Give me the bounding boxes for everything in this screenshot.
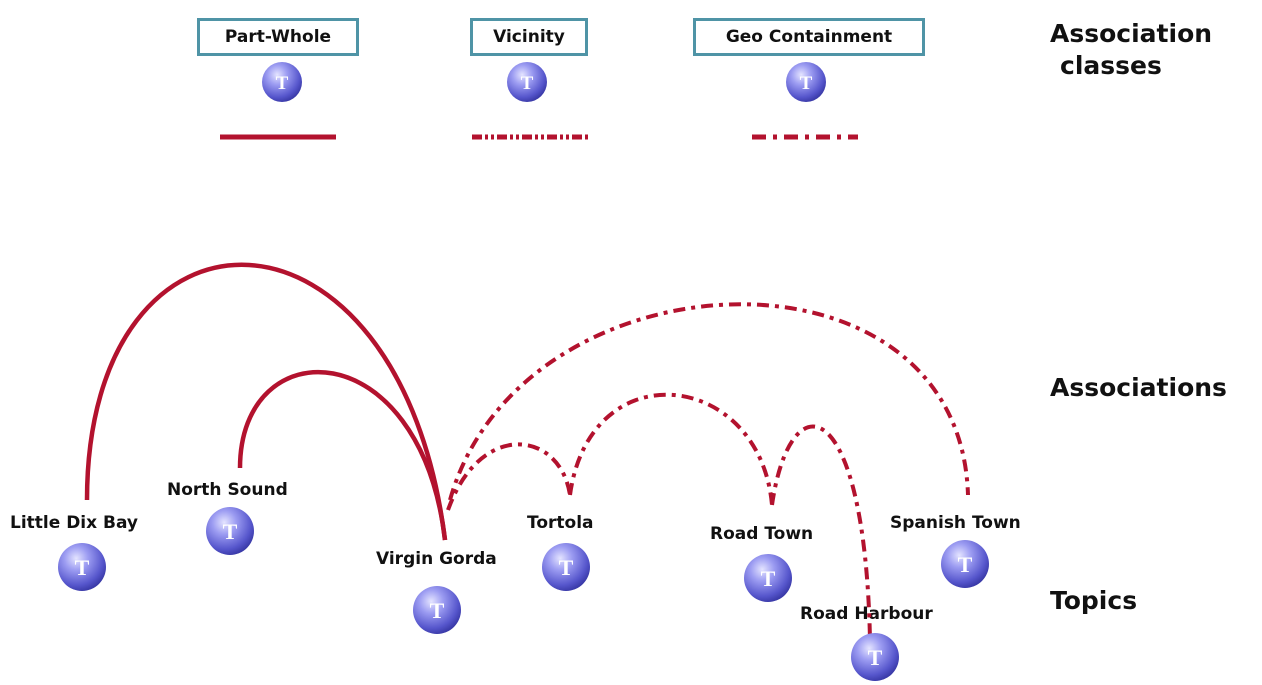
topic-label-spanish-town: Spanish Town <box>890 513 1021 533</box>
class-node-letter: T <box>521 73 534 94</box>
topic-label-road-town: Road Town <box>710 524 814 544</box>
class-box-part-whole: Part-Whole <box>197 18 359 56</box>
association-arc-road-town-road-harbour <box>770 424 872 641</box>
topic-node-letter: T <box>761 566 776 591</box>
topic-label-road-harbour: Road Harbour <box>800 604 933 624</box>
topic-label-little-dix-bay: Little Dix Bay <box>10 513 138 533</box>
class-box-geo-containment: Geo Containment <box>693 18 925 56</box>
association-arc-north-sound-virgin-gorda <box>237 369 448 541</box>
association-arc-virgin-gorda-tortola <box>446 442 572 511</box>
class-box-vicinity: Vicinity <box>470 18 588 56</box>
topics-heading: Topics <box>1050 586 1138 615</box>
class-node-icon-geo-containment: T <box>786 62 826 102</box>
association-classes-heading: Association classes <box>1050 18 1212 82</box>
topic-node-letter: T <box>868 645 883 670</box>
topic-label-virgin-gorda: Virgin Gorda <box>376 549 497 569</box>
topic-node-icon-north-sound: T <box>206 507 254 555</box>
class-node-icon-vicinity: T <box>507 62 547 102</box>
topic-node-icon-virgin-gorda: T <box>413 586 461 634</box>
topic-node-icon-tortola: T <box>542 543 590 591</box>
topic-node-letter: T <box>958 552 973 577</box>
topic-node-letter: T <box>430 598 445 623</box>
association-arc-tortola-road-town <box>568 392 774 506</box>
topic-node-letter: T <box>75 555 90 580</box>
association-classes-heading-line2: classes <box>1060 51 1162 80</box>
class-node-letter: T <box>276 73 289 94</box>
topic-node-letter: T <box>223 519 238 544</box>
class-node-icon-part-whole: T <box>262 62 302 102</box>
class-node-letter: T <box>800 73 813 94</box>
topic-node-icon-road-harbour: T <box>851 633 899 681</box>
associations-heading: Associations <box>1050 373 1227 402</box>
association-arc-virgin-gorda-spanish-town <box>448 302 970 501</box>
topic-node-icon-road-town: T <box>744 554 792 602</box>
topic-label-tortola: Tortola <box>527 513 594 533</box>
topic-node-icon-little-dix-bay: T <box>58 543 106 591</box>
association-arc-little-dix-bay-virgin-gorda <box>84 262 448 541</box>
topic-node-icon-spanish-town: T <box>941 540 989 588</box>
association-classes-heading-line1: Association <box>1050 19 1213 48</box>
topic-label-north-sound: North Sound <box>167 480 288 500</box>
topic-node-letter: T <box>559 555 574 580</box>
